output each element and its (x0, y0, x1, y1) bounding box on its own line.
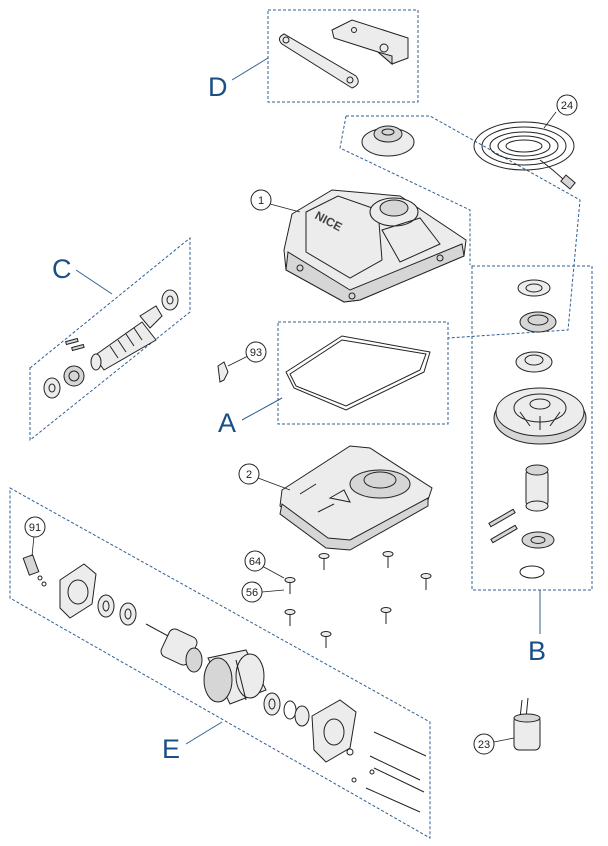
b-bearing-mid (515, 351, 553, 373)
bearing-c-top (161, 289, 179, 311)
b-pinion-shaft (525, 464, 549, 512)
group-e: 91 (9, 487, 431, 839)
callout-64: 64 (244, 550, 285, 579)
long-bolts (351, 731, 427, 813)
part-number-93: 93 (250, 347, 262, 359)
group-c-outline (29, 236, 191, 442)
group-e-outline (9, 487, 431, 839)
release-lever-plate (278, 33, 359, 89)
group-top-right: 24 (339, 94, 581, 339)
b-washer-top (517, 279, 551, 297)
release-lever-block (331, 19, 409, 66)
pin-91: 91 (22, 516, 47, 587)
screw-4 (284, 577, 296, 594)
keys-c (65, 337, 85, 352)
callout-2: 2 (238, 463, 291, 491)
part-number-64: 64 (249, 556, 261, 568)
e-bearing-4 (294, 705, 310, 727)
group-a-leader (241, 397, 283, 421)
part-number-91: 91 (29, 522, 41, 534)
part-number-56: 56 (246, 587, 258, 599)
small-gear-c (63, 365, 85, 387)
capacitor: 23 (473, 697, 541, 755)
group-d-outline (267, 9, 419, 103)
group-e-leader (185, 721, 223, 745)
e-ring (283, 700, 297, 720)
gearbox-base: 2 (238, 445, 433, 551)
e-bearing-1 (97, 594, 115, 618)
group-b-outline (471, 265, 593, 591)
b-circlip (519, 565, 545, 579)
group-d: D (208, 9, 419, 103)
e-bearing-2 (119, 602, 137, 626)
pin-93: 93 (217, 341, 267, 383)
screw-2 (382, 551, 394, 568)
part-number-24: 24 (561, 100, 573, 112)
screw-7 (320, 631, 332, 648)
part-number-23: 23 (478, 739, 490, 751)
b-bearing-top (519, 311, 557, 333)
worm-shaft (90, 305, 163, 371)
callout-23: 23 (473, 733, 515, 755)
motor-end-flange-left (59, 563, 97, 619)
motor-rotor (145, 623, 203, 673)
callout-24: 24 (543, 94, 578, 129)
screw-set: 64 56 (241, 550, 432, 648)
callout-56: 56 (241, 581, 285, 603)
cap-dashed-outline (346, 115, 581, 339)
cable-coil (473, 121, 576, 190)
screw-1 (318, 553, 330, 570)
seal-cap (361, 125, 415, 157)
gasket (285, 335, 431, 411)
part-number-2: 2 (246, 469, 252, 481)
gearbox-cover: NICE 1 (250, 189, 467, 303)
motor-stator (203, 649, 267, 705)
group-c-leader (75, 269, 113, 295)
e-bearing-3 (263, 692, 281, 716)
screw-3 (420, 573, 432, 590)
group-a-outline (277, 321, 449, 425)
b-keys (488, 508, 518, 544)
group-c: C (29, 236, 191, 442)
callout-91: 91 (24, 516, 46, 557)
group-b-label: B (528, 636, 546, 666)
group-c-label: C (52, 254, 72, 284)
part-number-1: 1 (258, 195, 264, 207)
group-e-label: E (162, 734, 180, 764)
callout-93: 93 (227, 341, 267, 367)
group-a: A (218, 321, 449, 438)
bearing-c-bottom (43, 377, 61, 399)
group-a-label: A (218, 408, 236, 438)
screw-6 (380, 607, 392, 624)
b-main-gear (493, 387, 587, 445)
group-d-leader (231, 57, 269, 81)
group-d-label: D (208, 72, 228, 102)
group-b: B (471, 265, 593, 666)
screw-5 (284, 609, 296, 626)
b-bearing-bottom (521, 531, 555, 549)
callout-1: 1 (250, 189, 301, 213)
motor-end-flange-right (311, 699, 357, 763)
